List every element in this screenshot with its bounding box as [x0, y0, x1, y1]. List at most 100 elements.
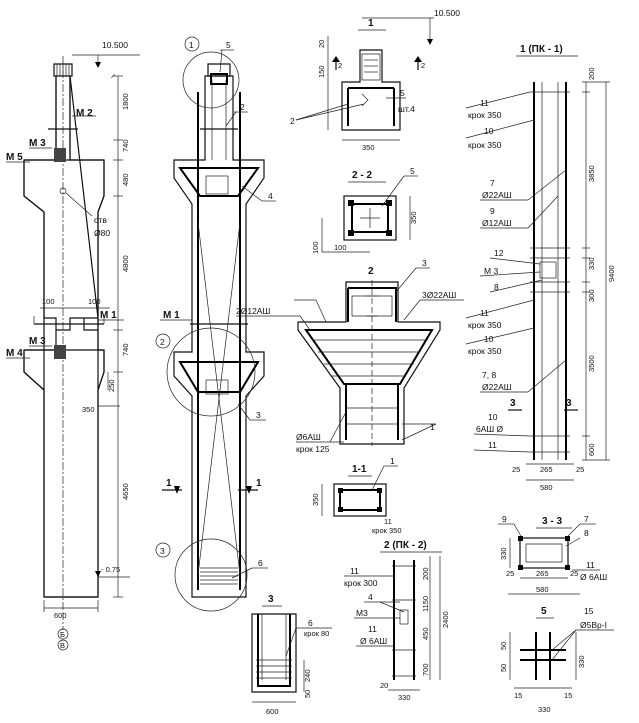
sec5-dia: Ø5Вр-I	[580, 620, 607, 630]
frame-pk2-detail: 2 (ПК - 2) 11 крок 300 4 М3 11 Ø 6АШ 200…	[344, 540, 450, 702]
hole-diameter: Ø80	[94, 228, 110, 238]
console-pos-3: 3	[422, 258, 427, 268]
pk1-dia-22b: Ø22АШ	[482, 382, 512, 392]
section-1-right-mark: 1	[256, 478, 262, 489]
dim-480: 480	[121, 173, 130, 186]
section-1-left-mark: 1	[166, 478, 172, 489]
reinf-mark-m1: М 1	[163, 310, 180, 321]
pk1-dia-12: Ø12АШ	[482, 218, 512, 228]
sec33-pos-11: 11	[586, 560, 595, 570]
mark-m4: М 4	[6, 348, 23, 359]
pk2-dim-450: 450	[421, 627, 430, 640]
sec3-step: крок 80	[304, 629, 329, 638]
sec1-count: шт.4	[398, 104, 415, 114]
axis-b-label: Б	[60, 630, 65, 639]
pk2-dim-700: 700	[421, 663, 430, 676]
pk1-section-3-right: 3	[566, 398, 572, 409]
mark-m3-top: М 3	[29, 138, 46, 149]
sec3-dim-600: 600	[266, 707, 279, 716]
pk1-dim-330: 330	[587, 257, 596, 270]
pk2-dim-1150: 1150	[421, 596, 430, 612]
section-5-detail: 5 15 Ø5Вр-I 50 50 330 15 15 330	[499, 606, 614, 714]
pk2-pos-11b: 11	[368, 624, 377, 634]
pos-2-label: 2	[240, 102, 245, 112]
dim-250: 250	[107, 379, 116, 392]
sec5-dim-15a: 15	[514, 691, 522, 700]
pk1-pos-10c: 10	[488, 412, 498, 422]
frame-pk1-detail: 1 (ПК - 1) 200 3850 330 300 3500 600 940…	[465, 44, 616, 492]
sec11-dim-350: 350	[311, 493, 320, 506]
pk2-dia-6: Ø 6АШ	[360, 636, 387, 646]
pk1-pos-7: 7	[490, 178, 495, 188]
pk1-step-350c: крок 350	[468, 320, 502, 330]
dim-100-right: 100	[88, 297, 101, 306]
sec5-dim-330: 330	[538, 705, 551, 714]
sec33-dim-265: 265	[536, 569, 549, 578]
mark-m2: М 2	[76, 108, 93, 119]
pk1-pos-9: 9	[490, 206, 495, 216]
pk1-title: 1 (ПК - 1)	[520, 44, 563, 55]
console-cut-2: 2	[368, 266, 374, 277]
sec22-dim-100-v: 100	[311, 241, 320, 254]
pk1-dim-265: 265	[540, 465, 553, 474]
sec22-pos-5: 5	[410, 166, 415, 176]
pk1-dim-200: 200	[587, 67, 596, 80]
dim-350: 350	[82, 405, 95, 414]
sec11-pos-11: 11	[384, 517, 392, 526]
sec22-title: 2 - 2	[352, 170, 372, 181]
pk2-pos-4: 4	[368, 592, 373, 602]
dim-4650: 4650	[121, 483, 130, 500]
sec5-title: 5	[541, 606, 547, 617]
dim-740-top: 740	[121, 139, 130, 152]
pk2-dim-200: 200	[421, 567, 430, 580]
sec33-pos-9: 9	[502, 514, 507, 524]
sec33-dim-25a: 25	[506, 569, 514, 578]
sec22-dim-100-h: 100	[334, 243, 347, 252]
console-rebar-right: 3Ø22АШ	[422, 290, 456, 300]
pos-6-label: 6	[258, 558, 263, 568]
dim-740-bottom: 740	[121, 343, 130, 356]
pk1-step-350a: крок 350	[468, 110, 502, 120]
sec1-cut-2-right: 2	[421, 61, 425, 70]
sec3-dim-50: 50	[303, 690, 312, 698]
dim-100-left: 100	[42, 297, 55, 306]
pos-4-label: 4	[268, 191, 273, 201]
mark-m3-bottom: М 3	[29, 336, 46, 347]
console-rebar-left: 2Ø12АШ	[236, 306, 270, 316]
pk1-dia-22a: Ø22АШ	[482, 190, 512, 200]
sec3-title: 3	[268, 594, 274, 605]
pk2-dim-330: 330	[398, 693, 411, 702]
dim-600: 600	[54, 611, 67, 620]
sec11-pos-1: 1	[390, 456, 395, 466]
pos-3-label: 3	[256, 410, 261, 420]
pk1-step-350d: крок 350	[468, 346, 502, 356]
sec1-pos-5: 5	[400, 88, 405, 98]
sec33-dia-6: Ø 6АШ	[580, 572, 607, 582]
console-detail: 2 3 2Ø12АШ 3Ø22АШ Ø6АШ крок 125 1	[236, 258, 464, 454]
pk1-section-3-left: 3	[510, 398, 516, 409]
callout-circle-1: 1	[189, 40, 194, 50]
column-elevation-view: 10.500 - 0.75 1800 740 480 4800 740 4650…	[6, 40, 140, 651]
mark-m5: М 5	[6, 152, 23, 163]
sec33-pos-8: 8	[584, 528, 589, 538]
pk2-dim-2400: 2400	[441, 611, 450, 628]
pk2-title: 2 (ПК - 2)	[384, 540, 427, 551]
dim-1800: 1800	[121, 93, 130, 110]
sec33-title: 3 - 3	[542, 516, 562, 527]
pk2-step-300: крок 300	[344, 578, 378, 588]
pk2-dim-20: 20	[380, 681, 388, 690]
reinforcement-elevation-view: 1 2 3 5 2 4 М 1 3 6 1 1	[155, 36, 276, 612]
sec1-top-elevation: 10.500	[434, 8, 460, 18]
pk1-dim-3500: 3500	[587, 355, 596, 372]
mark-m1: М 1	[100, 310, 117, 321]
pk1-dim-3850: 3850	[587, 165, 596, 182]
sec3-dim-240: 240	[303, 669, 312, 682]
pk1-dia-6: 6АШ Ø	[476, 424, 504, 434]
sec33-dim-580: 580	[536, 585, 549, 594]
section-1-1-detail: 1-1 1 350 11 крок 350	[311, 456, 402, 535]
pk1-pos-8: 8	[494, 282, 499, 292]
pos-5-label: 5	[226, 40, 231, 50]
sec5-dim-50a: 50	[499, 642, 508, 650]
section-1-top-detail: 1 10.500 20 150 350 2 2 5 шт.4 2	[290, 8, 460, 152]
pk2-mark-m3: М3	[356, 608, 368, 618]
